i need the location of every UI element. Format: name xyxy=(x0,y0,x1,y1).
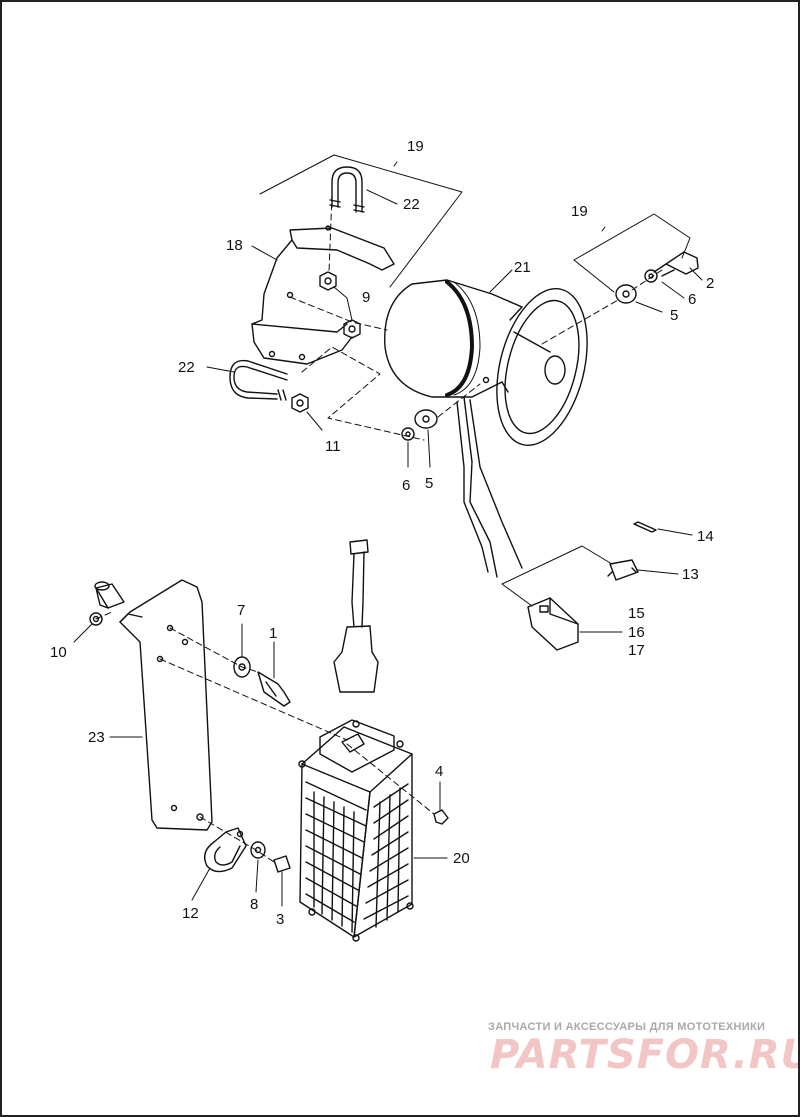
connector-small xyxy=(607,559,639,581)
horn-bolt-and-washers xyxy=(401,251,699,441)
callout-17: 17 xyxy=(628,642,645,659)
callout-5-right: 5 xyxy=(670,307,678,324)
callout-6-right: 6 xyxy=(688,291,696,308)
callout-15: 15 xyxy=(628,605,645,622)
callout-12: 12 xyxy=(182,905,199,922)
horn-body xyxy=(384,279,523,398)
connector-pin xyxy=(633,521,657,533)
callout-18: 18 xyxy=(226,237,243,254)
callout-9: 9 xyxy=(362,289,370,306)
callout-23: 23 xyxy=(88,729,105,746)
horn-bracket xyxy=(251,225,395,365)
callout-14: 14 xyxy=(697,528,714,545)
callout-16: 16 xyxy=(628,624,645,641)
watermark-tagline: ЗАПЧАСТИ И АКСЕССУАРЫ ДЛЯ МОТОТЕХНИКИ xyxy=(488,1021,766,1033)
callout-5-lower: 5 xyxy=(425,475,433,492)
horn-bell xyxy=(496,288,588,446)
connector-large xyxy=(527,597,579,651)
p-clamp xyxy=(204,827,247,873)
u-bolt-lower xyxy=(229,359,288,401)
callout-11: 11 xyxy=(325,438,341,455)
callout-21: 21 xyxy=(514,259,531,276)
callout-22-lower: 22 xyxy=(178,359,195,376)
callout-labels: 19 22 18 9 22 11 21 19 2 6 5 6 5 14 13 1… xyxy=(50,138,714,928)
spacer xyxy=(94,581,125,609)
callout-20: 20 xyxy=(453,850,470,867)
horn-wires xyxy=(456,396,523,578)
watermark-logo: PARTSFOR.RU xyxy=(490,1032,800,1078)
nuts xyxy=(291,271,361,413)
callout-10: 10 xyxy=(50,644,67,661)
callout-3: 3 xyxy=(276,911,284,928)
callout-4: 4 xyxy=(435,763,443,780)
callout-8: 8 xyxy=(250,896,258,913)
small-hardware xyxy=(250,809,449,873)
callout-13: 13 xyxy=(682,566,699,583)
callout-22-top: 22 xyxy=(403,196,420,213)
callout-6-lower: 6 xyxy=(402,477,410,494)
callout-2: 2 xyxy=(706,275,714,292)
amplifier-box xyxy=(298,719,414,942)
callout-19-top: 19 xyxy=(407,138,424,155)
bolt-with-washer xyxy=(233,656,291,707)
strap-cable xyxy=(333,539,379,693)
dashed-alignment-lines xyxy=(95,193,663,863)
callout-1: 1 xyxy=(269,625,277,642)
callout-19-right: 19 xyxy=(571,203,588,220)
small-nut xyxy=(89,612,103,626)
callout-7: 7 xyxy=(237,602,245,619)
leader-lines xyxy=(73,154,703,907)
u-bolt-top xyxy=(329,166,365,213)
mounting-bracket xyxy=(119,579,213,831)
